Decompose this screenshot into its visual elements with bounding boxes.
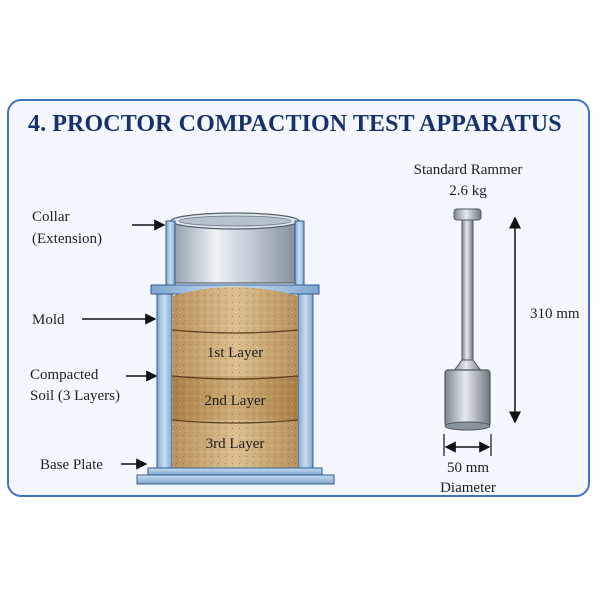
layer-1-label: 1st Layer xyxy=(207,345,263,361)
soil-label-sub: Soil (3 Layers) xyxy=(30,388,120,404)
diameter-label: Diameter xyxy=(440,480,496,496)
layer-2-label: 2nd Layer xyxy=(204,393,265,409)
base-plate-label: Base Plate xyxy=(40,457,103,473)
drop-height-label: 310 mm xyxy=(530,306,580,322)
standard-rammer xyxy=(444,208,491,431)
base-plate xyxy=(136,467,335,485)
collar-label-sub: (Extension) xyxy=(32,231,102,247)
collar xyxy=(165,212,305,286)
mold-label: Mold xyxy=(32,312,65,328)
layer-3-label: 3rd Layer xyxy=(206,436,265,452)
diameter-value: 50 mm xyxy=(447,460,489,476)
collar-label: Collar xyxy=(32,209,70,225)
rammer-mass: 2.6 kg xyxy=(449,183,487,199)
compacted-soil: 1st Layer 2nd Layer 3rd Layer xyxy=(171,287,299,468)
diagram-title: 4. PROCTOR COMPACTION TEST APPARATUS xyxy=(28,111,562,137)
rammer-title: Standard Rammer xyxy=(414,162,523,178)
soil-label: Compacted xyxy=(30,367,99,383)
